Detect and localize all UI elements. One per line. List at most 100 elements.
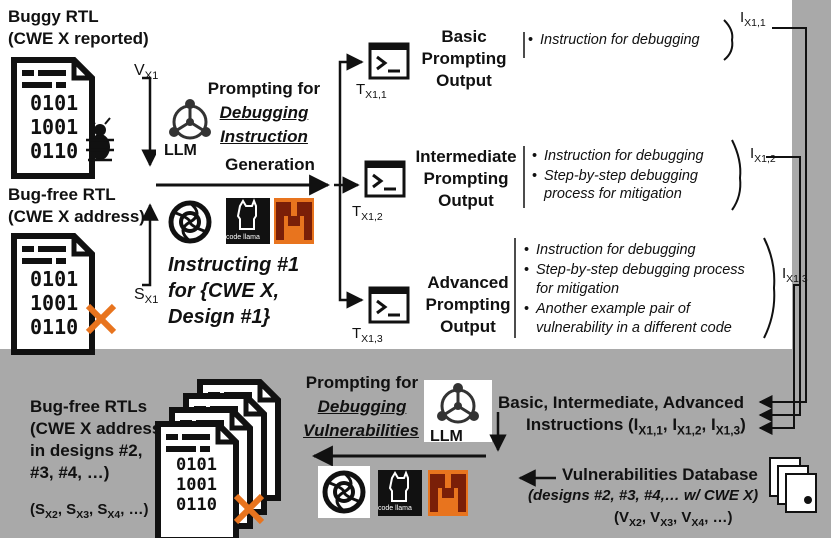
advanced-output-name-1: Advanced [427,273,509,292]
intermediate-output-name-2: Prompting [423,169,509,188]
s-x1-label: SX1 [134,286,158,307]
cross-icon [85,303,117,335]
intermediate-output-name-1: Intermediate [415,147,517,166]
bottom-vulnerabilities-label: Vulnerabilities [303,421,419,440]
basic-output-name-2: Prompting [421,49,507,68]
stack-code-bits-3: 0110 [176,495,217,515]
prompting-for-label: Prompting for [207,79,321,98]
intermediate-bullet-2-cont: process for mitigation [544,186,682,202]
instructions-sub-1: X1,1 [638,423,663,438]
openai-logo [171,203,209,241]
instructions-sub-2: X1,2 [677,423,702,438]
advanced-output-name-3: Output [440,317,496,336]
vuln-sub-3: X4 [691,517,705,529]
instruction-label: Instruction [220,127,308,146]
s-subscript: X1 [144,294,159,307]
intermediate-t-label: TX1,2 [352,203,383,224]
advanced-output-name-2: Prompting [425,295,511,314]
advanced-i-letter: I [782,265,787,282]
basic-i-letter: I [740,9,745,26]
instructions-line-1: Basic, Intermediate, Advanced [498,393,744,412]
vulnerabilities-database-label: Vulnerabilities Database [562,465,758,484]
vulnerabilities-database-icon [769,457,817,513]
bottom-debugging-label: Debugging [317,397,407,416]
bugfree-code-bits-3: 0110 [30,315,79,339]
instructing-line-2: for {CWE X, [168,280,280,302]
stack-code-bits-1: 0101 [176,455,217,475]
buggy-rtl-subtitle: (CWE X reported) [8,29,149,48]
bugfree-rtls-line-4: #3, #4, …) [30,463,110,482]
advanced-bullet-3-cont: vulnerability in a different code [536,320,732,336]
intermediate-bullet-1-text: Instruction for debugging [544,148,704,164]
bug-icon [86,117,114,162]
advanced-t-letter: T [352,325,362,342]
advanced-i-subscript: X1,3 [786,273,808,285]
basic-t-label: TX1,1 [356,81,387,102]
v-arrow [141,76,159,167]
intermediate-i-label: IX1,2 [750,145,776,166]
llm-text: LLM [164,142,197,159]
basic-output-name-1: Basic [441,27,487,46]
advanced-i-label: IX1,3 [782,265,808,286]
advanced-bullet-1: •Instruction for debugging [524,242,696,258]
intermediate-i-subscript: X1,2 [754,153,776,165]
s-sub-1: X2 [45,509,58,521]
s-sub-3: X4 [107,509,121,521]
bugfree-rtls-stack-icon [158,382,278,538]
intermediate-i-letter: I [750,145,755,162]
debugging-label: Debugging [219,103,309,122]
instructions-line-2: Instructions (IX1,1, IX1,2, IX1,3) [526,415,746,438]
advanced-output-terminal-icon [368,286,410,324]
stack-code-bits-2: 1001 [176,475,217,495]
vuln-vars-prefix: (V [614,509,629,526]
advanced-bullet-3: •Another example pair of [524,301,690,317]
fork-arrows [334,53,364,309]
advanced-bullet-1-text: Instruction for debugging [536,242,696,258]
bugfree-rtl-title: Bug-free RTL [8,185,116,204]
basic-i-subscript: X1,1 [744,17,766,29]
vulnerabilities-vars-label: (VX2, VX3, VX4, …) [614,509,733,529]
bottom-prompting-for-label: Prompting for [305,373,419,392]
v-letter: V [134,62,145,79]
instructions-sub-3: X1,3 [715,423,741,438]
intermediate-t-subscript: X1,2 [361,211,383,223]
basic-t-subscript: X1,1 [365,89,387,101]
instructing-line-3: Design #1} [168,306,271,328]
basic-bullet-1: •Instruction for debugging [528,32,700,48]
advanced-t-label: TX1,3 [352,325,383,346]
basic-t-letter: T [356,81,366,98]
s-sub-2: X3 [76,509,90,521]
intermediate-output-terminal-icon [364,160,406,198]
bugfree-rtl-subtitle: (CWE X address) [8,207,145,226]
bottom-openai-logo [318,466,370,518]
generation-label: Generation [225,155,315,174]
buggy-rtl-title: Buggy RTL [8,7,99,26]
basic-bracket [723,19,734,61]
intermediate-bullet-1: •Instruction for debugging [532,148,704,164]
bottom-llm-text: LLM [430,428,463,445]
bugfree-rtl-icon [14,236,117,352]
advanced-t-subscript: X1,3 [361,333,383,345]
s-letter: S [134,286,145,303]
advanced-bracket [763,237,776,339]
advanced-bullet-2-cont: for mitigation [536,281,620,297]
buggy-rtl-icon [14,60,114,176]
basic-output-name-3: Output [436,71,492,90]
bugfree-rtls-line-1: Bug-free RTLs [30,397,148,416]
bottom-mistral-logo [428,470,468,516]
buggy-code-bits-1: 0101 [30,91,79,115]
mistral-logo [274,198,314,244]
bugfree-rtls-line-2: (CWE X address [30,419,162,438]
advanced-bullet-3-text: Another example pair of [536,301,690,317]
vuln-sub-2: X3 [660,517,674,529]
vuln-sub-1: X2 [629,517,642,529]
instructions-prefix: Instructions (I [526,415,639,434]
intermediate-bullet-2-text: Step-by-step debugging [544,168,698,184]
basic-bullet-1-text: Instruction for debugging [540,32,700,48]
bugfree-code-bits-2: 1001 [30,291,79,315]
v-subscript: X1 [144,70,159,83]
intermediate-t-letter: T [352,203,362,220]
bugfree-code-bits-1: 0101 [30,267,79,291]
